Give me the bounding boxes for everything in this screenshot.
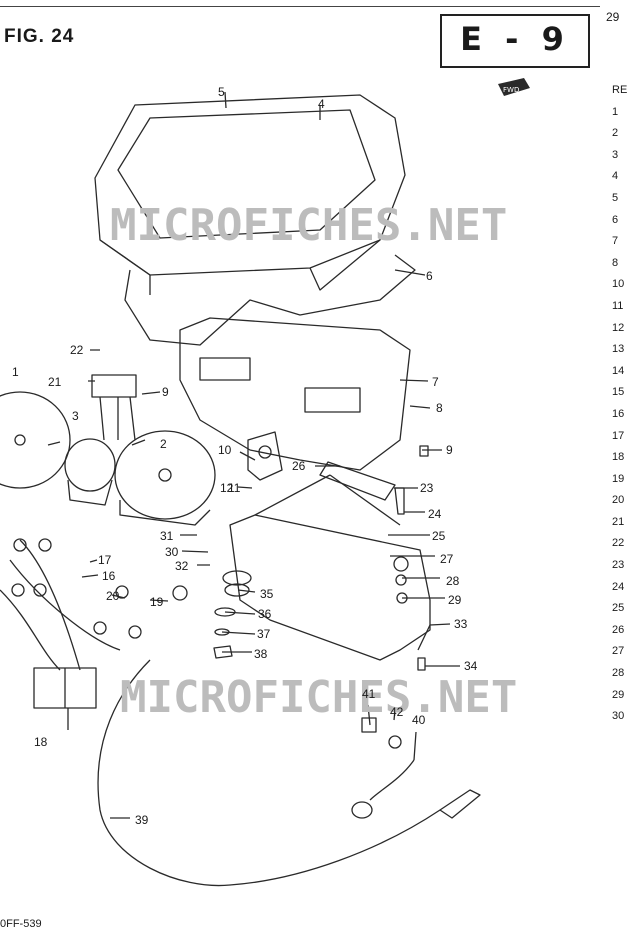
sidebar-item: 6 bbox=[612, 213, 619, 226]
callout-label: 39 bbox=[135, 813, 149, 827]
callout-label: 12 bbox=[220, 481, 234, 495]
sidebar-item: 2 bbox=[612, 127, 619, 140]
sidebar-item: 11 bbox=[612, 299, 624, 312]
sidebar-header: RE bbox=[612, 84, 628, 96]
callout-label: 27 bbox=[440, 552, 454, 566]
sidebar-item: 8 bbox=[612, 256, 619, 269]
callout-label: 7 bbox=[432, 375, 439, 389]
sidebar-item: 3 bbox=[612, 148, 619, 161]
callout-label: 20 bbox=[106, 589, 120, 603]
callout-label: 30 bbox=[165, 545, 179, 559]
callout-label: 29 bbox=[448, 593, 462, 607]
sidebar-item: 5 bbox=[612, 191, 619, 204]
sidebar-item: 18 bbox=[612, 451, 625, 464]
callout-label: 11 bbox=[228, 481, 241, 495]
callout-label: 10 bbox=[218, 443, 232, 457]
sidebar-item: 10 bbox=[612, 278, 625, 291]
sidebar-item: 13 bbox=[612, 343, 625, 356]
callout-label: 5 bbox=[218, 85, 225, 99]
callout-label: 36 bbox=[258, 607, 272, 621]
page-number: 29 bbox=[606, 10, 620, 24]
callout-label: 37 bbox=[257, 627, 271, 641]
top-rule bbox=[0, 6, 600, 7]
callout-label: 34 bbox=[464, 659, 478, 673]
sidebar-item: 7 bbox=[612, 235, 619, 248]
callout-label: 40 bbox=[412, 713, 426, 727]
sidebar-item: 16 bbox=[612, 407, 625, 420]
watermark-lower: MICROFICHES.NET bbox=[120, 672, 517, 723]
section-code-box: E - 9 bbox=[440, 14, 590, 68]
watermark-upper: MICROFICHES.NET bbox=[110, 200, 507, 251]
callout-label: 17 bbox=[98, 553, 112, 567]
callout-label: 31 bbox=[160, 529, 174, 543]
callout-label: 6 bbox=[426, 269, 433, 283]
sidebar-item: 22 bbox=[612, 537, 625, 550]
callout-label: 25 bbox=[432, 529, 446, 543]
footer-code: 0FF-539 bbox=[0, 918, 42, 930]
sidebar-item: 19 bbox=[612, 472, 625, 485]
sidebar-item: 15 bbox=[612, 386, 625, 399]
callout-label: 19 bbox=[150, 595, 164, 609]
fwd-label: FWD bbox=[503, 86, 519, 94]
callout-label: 9 bbox=[162, 385, 169, 399]
sidebar-item: 14 bbox=[612, 364, 625, 377]
callout-label: 41 bbox=[362, 687, 376, 701]
sidebar-item: 23 bbox=[612, 559, 625, 572]
sidebar-item: 24 bbox=[612, 580, 625, 593]
callout-label: 35 bbox=[260, 587, 274, 601]
callout-label: 38 bbox=[254, 647, 268, 661]
callout-label: 23 bbox=[420, 481, 434, 495]
sidebar-item: 20 bbox=[612, 494, 625, 507]
sidebar-item: 27 bbox=[612, 645, 625, 658]
callout-label: 1 bbox=[12, 365, 19, 379]
sidebar-item: 28 bbox=[612, 667, 625, 680]
callout-label: 24 bbox=[428, 507, 442, 521]
callout-label: 42 bbox=[390, 705, 404, 719]
section-code: E - 9 bbox=[460, 20, 570, 58]
sidebar-item: 26 bbox=[612, 623, 625, 636]
callout-label: 26 bbox=[292, 459, 306, 473]
callout-label: 28 bbox=[446, 574, 460, 588]
callout-label: 3 bbox=[72, 409, 79, 423]
callout-label: 8 bbox=[436, 401, 443, 415]
sidebar-item: 25 bbox=[612, 602, 625, 615]
sidebar-item: 4 bbox=[612, 170, 619, 183]
sidebar-item: 29 bbox=[612, 688, 625, 701]
callout-label: 16 bbox=[102, 569, 116, 583]
sidebar-item: 30 bbox=[612, 710, 625, 723]
sidebar-item: 21 bbox=[612, 515, 625, 528]
callout-label: 21 bbox=[48, 375, 62, 389]
sidebar-item: 1 bbox=[612, 105, 619, 118]
watermarks: MICROFICHES.NET MICROFICHES.NET bbox=[110, 200, 517, 723]
sidebar-item: 12 bbox=[612, 321, 625, 334]
callout-label: 9 bbox=[446, 443, 453, 457]
fwd-arrow: FWD bbox=[498, 78, 530, 96]
callout-label: 32 bbox=[175, 559, 189, 573]
callout-label: 22 bbox=[70, 343, 84, 357]
sidebar-item: 17 bbox=[612, 429, 625, 442]
callout-label: 4 bbox=[318, 97, 325, 111]
callout-label: 18 bbox=[34, 735, 48, 749]
callout-label: 33 bbox=[454, 617, 468, 631]
callout-label: 2 bbox=[160, 437, 167, 451]
figure-label: FIG. 24 bbox=[4, 26, 75, 47]
